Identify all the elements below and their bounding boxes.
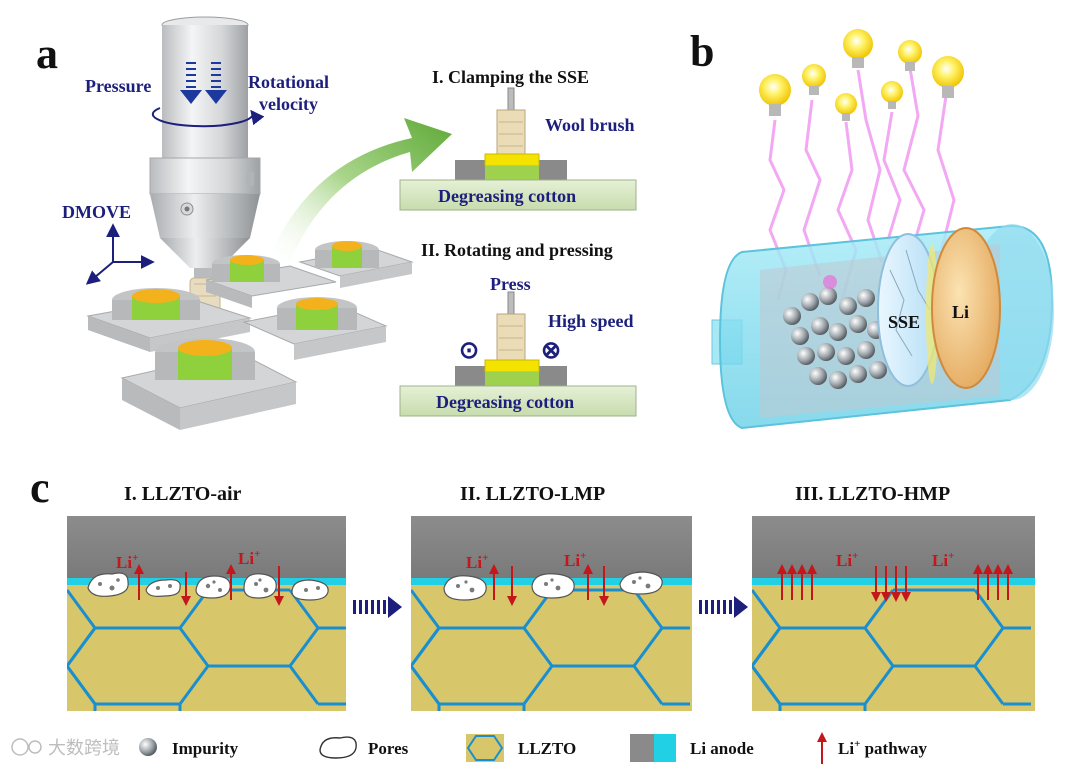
light-bulbs [759,29,964,121]
pores-icon [319,736,357,759]
legend-li-pathway: Li+ pathway [838,738,927,758]
transition-arrow-icon [353,596,402,618]
subpanel-llzto-lmp [411,516,692,711]
grain-boundary [552,589,664,668]
subpanel-llzto-air [67,516,346,711]
sample-stages [86,241,414,430]
light-bulb-icon [881,81,903,109]
step2-title: II. Rotating and pressing [421,240,613,260]
grain-boundary [67,627,97,667]
panel-a: a [36,16,637,430]
panel-letter-b: b [690,27,714,76]
dmove-axes-icon [85,223,155,285]
step1-diagram [399,87,637,211]
zoom-arrow-icon [268,118,452,262]
llzto-swatch-icon [466,734,504,762]
li-plus-label: Li+ [564,550,586,570]
label-velocity: velocity [259,94,318,114]
rotation-arrow-icon [151,107,265,128]
light-bulb-icon [802,64,826,95]
grain-boundary [632,665,664,705]
light-bulb-icon [898,40,922,71]
grain-boundary [973,665,1005,705]
li-anode-swatch-icon [630,734,654,762]
label-dmove: DMOVE [62,202,131,222]
panel-letter-c: c [30,463,50,512]
legend-pores: Pores [368,739,409,758]
impurity-icon [139,738,157,756]
title-llzto-air: I. LLZTO-air [124,483,242,505]
transition-arrow-icon [699,596,748,618]
grain-boundary [411,665,441,711]
dot-symbol-icon: ⊙ [459,338,479,364]
label-rotational: Rotational [248,72,329,92]
particle-spheres [783,275,887,389]
pressure-arrows-icon [180,62,227,104]
cross-symbol-icon: ⊗ [541,338,561,364]
grain-boundary [67,665,97,711]
grain-boundary [752,627,782,667]
title-llzto-lmp: II. LLZTO-LMP [460,483,605,505]
label-degreasing-cotton-1: Degreasing cotton [438,186,576,206]
grain-boundary [208,589,320,668]
label-high-speed: High speed [548,311,634,331]
panel-letter-a: a [36,29,58,78]
label-sse: SSE [888,312,920,332]
legend-llzto: LLZTO [518,739,576,758]
label-wool-brush: Wool brush [545,115,635,135]
label-press: Press [490,274,531,294]
li-plus-label: Li+ [238,548,260,568]
li-plus-label: Li+ [116,552,138,572]
li-plus-label: Li+ [466,552,488,572]
step2-diagram [399,291,637,417]
label-pressure: Pressure [85,76,151,96]
legend-li-anode: Li anode [690,739,754,758]
grain-boundary [288,665,320,705]
title-llzto-hmp: III. LLZTO-HMP [795,483,950,505]
panel-b: b [690,27,1054,430]
pores-panel-1 [87,572,329,601]
li-plus-label: Li+ [932,550,954,570]
grain-boundary [752,665,782,711]
light-bulb-icon [932,56,964,98]
li-pathway-arrows [134,564,1013,606]
light-bulb-icon [843,29,873,68]
step1-title: I. Clamping the SSE [432,67,589,87]
pores-panel-2 [443,571,663,601]
li-disk [931,227,1001,389]
legend-impurity: Impurity [172,739,239,758]
label-li: Li [952,302,969,322]
watermark: 大数跨境 [11,738,120,759]
panel-c: c I. LLZTO-air II. LLZTO-LMP III. LLZTO-… [30,463,1035,711]
light-bulb-icon [835,93,857,121]
li-plus-labels: Li+ Li+ Li+ Li+ Li+ Li+ [116,548,954,572]
grain-boundary [893,589,1005,668]
watermark-text: 大数跨境 [48,738,120,759]
spindle [149,16,261,278]
light-bulb-icon [759,74,791,116]
subpanel-llzto-hmp [752,516,1035,711]
label-degreasing-cotton-2: Degreasing cotton [436,392,574,412]
legend: 大数跨境 Impurity Pores LLZTO Li anode Li+ p… [11,732,927,764]
grain-boundary [411,627,441,667]
li-plus-label: Li+ [836,550,858,570]
